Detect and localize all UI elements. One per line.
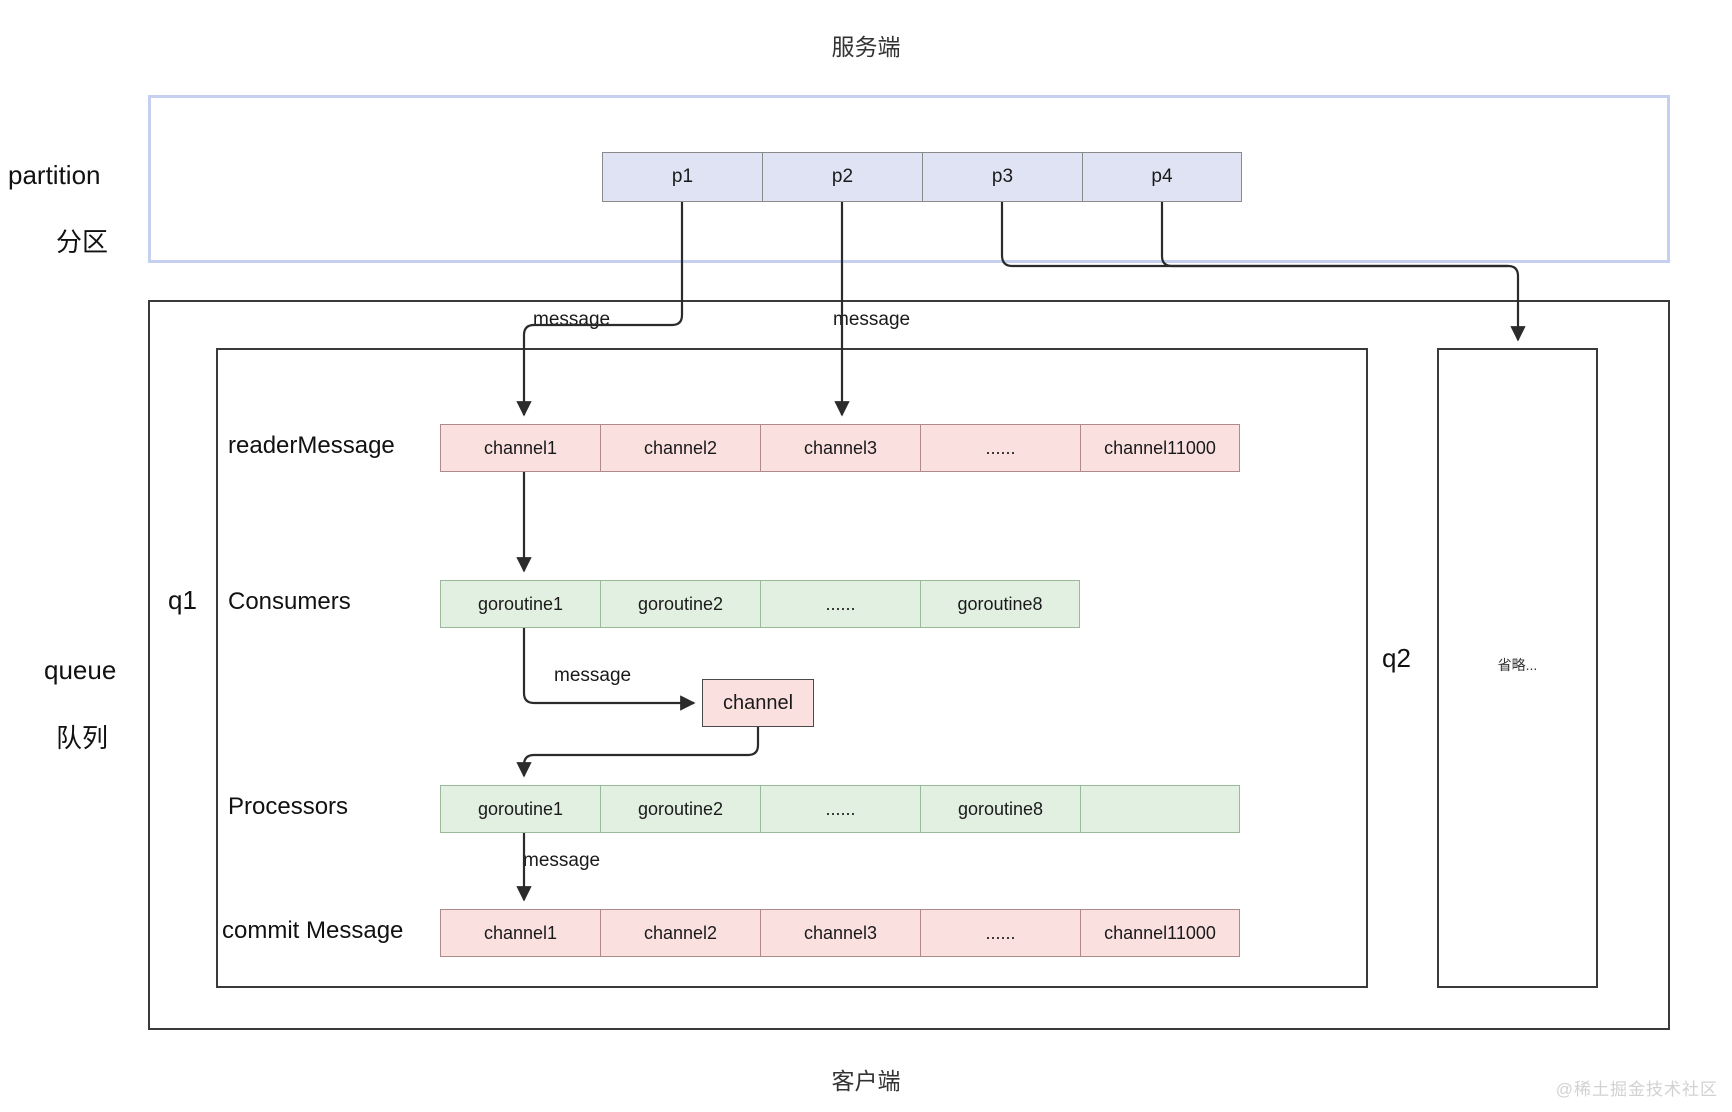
queue-label-en: queue — [44, 655, 117, 685]
partition-row: p1 p2 p3 p4 — [602, 152, 1242, 202]
commit-cell[interactable]: channel2 — [600, 909, 760, 957]
processor-cell[interactable]: ...... — [760, 785, 920, 833]
consumer-cell[interactable]: goroutine8 — [920, 580, 1080, 628]
row-label-reader-message: readerMessage — [228, 432, 395, 459]
watermark: @稀土掘金技术社区 — [1555, 1080, 1718, 1099]
reader-cell[interactable]: channel2 — [600, 424, 760, 472]
reader-cell[interactable]: ...... — [920, 424, 1080, 472]
partition-cell-p3[interactable]: p3 — [922, 152, 1082, 202]
channel-box[interactable]: channel — [702, 679, 814, 727]
q2-label: q2 — [1382, 643, 1411, 673]
consumer-cell[interactable]: goroutine1 — [440, 580, 600, 628]
consumers-row: goroutine1 goroutine2 ...... goroutine8 — [440, 580, 1080, 628]
queue-label-zh: 队列 — [56, 723, 109, 753]
processor-cell[interactable]: goroutine2 — [600, 785, 760, 833]
row-label-commit-message: commit Message — [222, 917, 404, 944]
q2-omitted-text: 省略... — [1497, 657, 1538, 673]
row-label-processors: Processors — [228, 793, 349, 820]
q2-container — [1437, 348, 1598, 988]
reader-cell[interactable]: channel1 — [440, 424, 600, 472]
server-title: 服务端 — [831, 34, 901, 60]
commit-message-row: channel1 channel2 channel3 ...... channe… — [440, 909, 1240, 957]
partition-cell-p4[interactable]: p4 — [1082, 152, 1242, 202]
partition-cell-p2[interactable]: p2 — [762, 152, 922, 202]
partition-label-zh: 分区 — [56, 227, 109, 257]
commit-cell[interactable]: ...... — [920, 909, 1080, 957]
edge-label-message-commit: message — [523, 850, 601, 871]
edge-label-message-p2: message — [833, 309, 911, 330]
reader-message-row: channel1 channel2 channel3 ...... channe… — [440, 424, 1240, 472]
commit-cell[interactable]: channel3 — [760, 909, 920, 957]
edge-label-message-channel: message — [554, 665, 632, 686]
commit-cell[interactable]: channel1 — [440, 909, 600, 957]
processors-row: goroutine1 goroutine2 ...... goroutine8 — [440, 785, 1240, 833]
partition-cell-p1[interactable]: p1 — [602, 152, 762, 202]
processor-cell[interactable]: goroutine1 — [440, 785, 600, 833]
client-title: 客户端 — [831, 1068, 901, 1094]
reader-cell[interactable]: channel11000 — [1080, 424, 1240, 472]
processor-cell[interactable]: goroutine8 — [920, 785, 1080, 833]
partition-label-en: partition — [8, 160, 101, 190]
commit-cell[interactable]: channel11000 — [1080, 909, 1240, 957]
reader-cell[interactable]: channel3 — [760, 424, 920, 472]
row-label-consumers: Consumers — [228, 588, 351, 615]
edge-label-message-p1: message — [533, 309, 611, 330]
q1-label: q1 — [168, 585, 197, 615]
processor-cell-empty[interactable] — [1080, 785, 1240, 833]
consumer-cell[interactable]: goroutine2 — [600, 580, 760, 628]
consumer-cell[interactable]: ...... — [760, 580, 920, 628]
